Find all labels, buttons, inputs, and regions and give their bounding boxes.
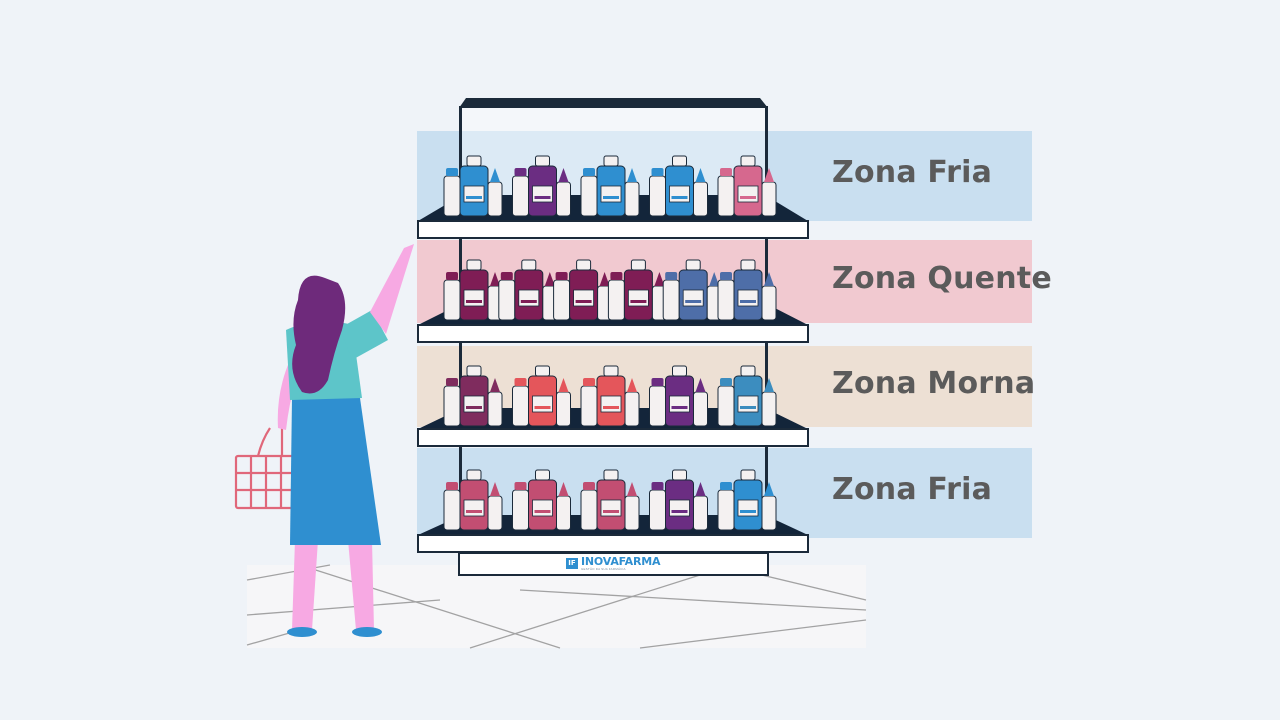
- brand-tagline: GESTÃO DA SUA FARMÁCIA: [581, 567, 626, 571]
- brand-badge: IF: [566, 558, 578, 569]
- product-group: [443, 469, 503, 531]
- zone-label-4: Zona Fria: [832, 472, 993, 507]
- zone-label-3: Zona Morna: [832, 366, 1036, 401]
- product-group: [443, 365, 503, 427]
- shelf-board: [417, 324, 809, 343]
- product-group: [649, 469, 708, 531]
- product-group: [717, 469, 777, 531]
- zone-label-1: Zona Fria: [832, 155, 993, 190]
- product-group: [580, 469, 640, 531]
- product-group: [580, 365, 640, 427]
- brand-logo: IF INOVAFARMA GESTÃO DA SUA FARMÁCIA: [566, 555, 661, 571]
- products: [443, 155, 777, 531]
- floor: [246, 564, 867, 649]
- zone-label-2: Zona Quente: [832, 261, 1052, 296]
- shelf-board: [417, 534, 809, 553]
- shelf-board: [417, 220, 809, 239]
- product-group: [443, 155, 503, 217]
- product-group: [580, 155, 640, 217]
- brand-name: INOVAFARMA: [581, 555, 661, 568]
- product-group: [717, 365, 777, 427]
- product-group: [512, 155, 571, 217]
- product-group: [607, 259, 667, 321]
- product-group: [717, 155, 777, 217]
- product-group: [717, 259, 777, 321]
- basket-icon: [234, 427, 298, 510]
- product-group: [649, 365, 708, 427]
- product-group: [512, 469, 571, 531]
- product-group: [443, 259, 503, 321]
- product-group: [662, 259, 722, 321]
- product-group: [649, 155, 708, 217]
- product-group: [512, 365, 571, 427]
- shopper-illustration: [234, 244, 414, 637]
- shelf-board: [417, 428, 809, 447]
